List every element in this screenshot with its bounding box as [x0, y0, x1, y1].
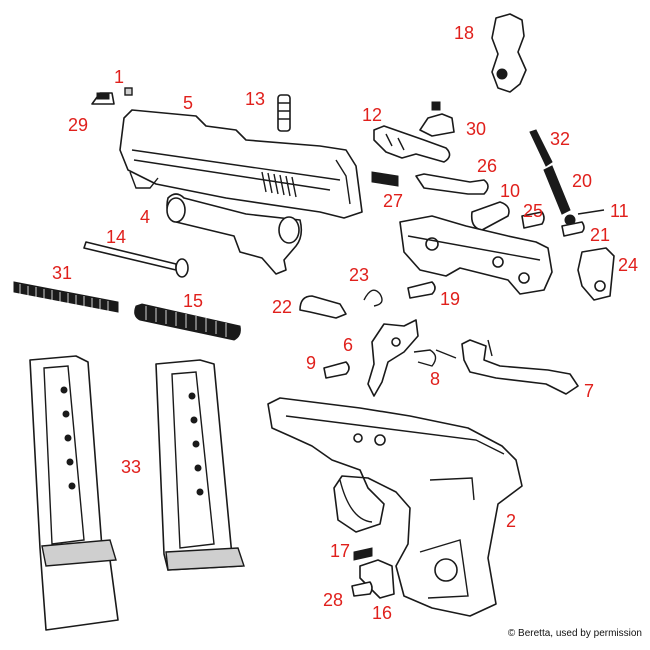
part-takedown-22	[299, 295, 347, 319]
part-pins-11-21	[561, 209, 605, 237]
callout-22: 22	[272, 297, 293, 317]
callout-7: 7	[584, 381, 595, 401]
part-spring-17	[353, 547, 373, 561]
callout-11: 11	[610, 201, 629, 221]
callout-30: 30	[466, 119, 487, 139]
callout-2: 2	[506, 511, 517, 531]
copyright-notice: © Beretta, used by permission	[507, 628, 642, 639]
part-hammer	[491, 13, 527, 93]
part-chassis	[399, 215, 553, 295]
callout-23: 23	[349, 265, 370, 285]
callout-19: 19	[440, 289, 461, 309]
callout-1: 1	[114, 67, 125, 87]
callout-26: 26	[477, 156, 498, 176]
part-firing-pin-block	[373, 125, 451, 163]
callout-17: 17	[330, 541, 351, 561]
callout-29: 29	[68, 115, 89, 135]
part-trigger	[367, 319, 419, 397]
part-ejector-24	[577, 247, 615, 301]
callout-10: 10	[500, 181, 521, 201]
callout-32: 32	[550, 129, 571, 149]
part-spring-23	[363, 289, 383, 307]
callout-15: 15	[183, 291, 204, 311]
callout-12: 12	[362, 105, 383, 125]
callout-31: 31	[52, 263, 73, 283]
callout-5: 5	[183, 93, 194, 113]
part-front-sight	[419, 101, 455, 137]
part-magazine-left	[29, 355, 119, 631]
part-pin-19	[407, 281, 436, 299]
part-guide-rod	[83, 241, 189, 278]
part-pin-25	[521, 211, 545, 229]
part-magazine-catch-16	[359, 559, 395, 599]
part-magazine-right	[155, 359, 245, 571]
callout-18: 18	[454, 23, 475, 43]
callout-14: 14	[106, 227, 127, 247]
callout-21: 21	[590, 225, 611, 245]
part-plunger-10	[470, 201, 510, 231]
callout-20: 20	[572, 171, 593, 191]
part-spring-27	[371, 171, 399, 187]
callout-25: 25	[523, 201, 544, 221]
callout-13: 13	[245, 89, 266, 109]
callout-8: 8	[430, 369, 441, 389]
part-spring-31	[13, 281, 119, 313]
part-pin-9	[323, 361, 350, 379]
part-rear-sight	[91, 87, 133, 105]
part-trigger-bar	[461, 339, 579, 395]
part-spring-20	[543, 165, 576, 226]
callout-9: 9	[306, 353, 317, 373]
part-spring-32	[529, 129, 553, 167]
part-slide	[119, 109, 363, 219]
part-spring-15	[134, 303, 241, 341]
part-extractor-pin	[277, 94, 291, 132]
part-firing-pin	[415, 173, 489, 195]
callout-6: 6	[343, 335, 354, 355]
part-spring-8	[413, 349, 457, 367]
part-frame	[267, 397, 523, 617]
callout-16: 16	[372, 603, 393, 623]
part-barrel	[166, 193, 303, 275]
callout-27: 27	[383, 191, 404, 211]
callout-28: 28	[323, 590, 344, 610]
callout-33: 33	[121, 457, 142, 477]
callout-4: 4	[140, 207, 151, 227]
part-pin-28	[351, 581, 373, 597]
callout-24: 24	[618, 255, 639, 275]
